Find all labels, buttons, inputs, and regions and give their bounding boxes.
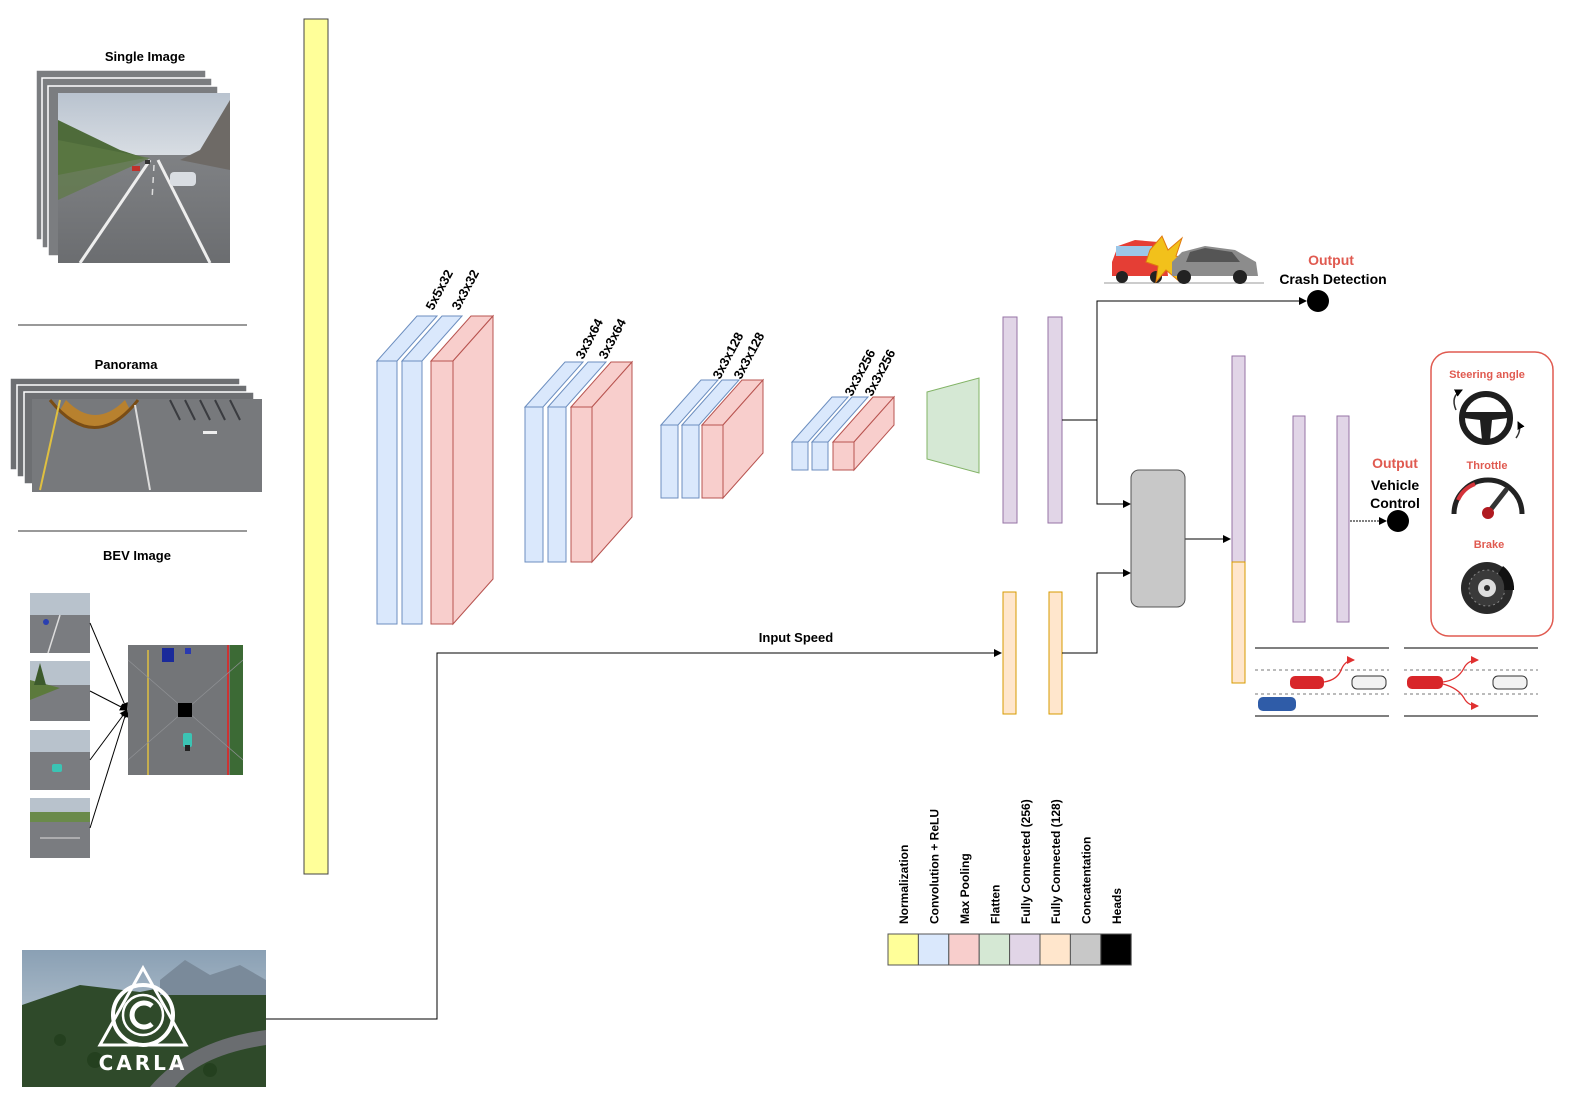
control-fc-2: [1336, 415, 1350, 623]
control-label: Control: [1370, 495, 1420, 511]
crash-detection-label: Crash Detection: [1279, 271, 1386, 287]
control-fc-1: [1292, 415, 1306, 623]
legend-swatch: [1009, 933, 1041, 966]
legend-swatch: [887, 933, 919, 966]
bev-image-label: BEV Image: [103, 548, 171, 563]
control-output-label: Output: [1372, 455, 1418, 471]
fc256-vision-2: [1047, 316, 1063, 524]
concatenation-layer: [1130, 469, 1186, 608]
brake-label: Brake: [1474, 539, 1505, 551]
crash-illustration: [1104, 235, 1264, 284]
legend-swatch: [1039, 933, 1071, 966]
steering-wheel-icon: [1453, 389, 1525, 445]
bev-topdown-map: [127, 645, 244, 775]
legend-swatch: [978, 933, 1011, 966]
legend-label: Heads: [1110, 888, 1124, 924]
conv-block-2: [523, 360, 634, 564]
panorama-label: Panorama: [95, 357, 159, 372]
legend-swatch: [948, 933, 980, 966]
conv-block-4: [790, 395, 896, 472]
carla-logo-text: CARLA: [99, 1051, 188, 1075]
fc128-speed-2: [1048, 591, 1063, 715]
connectors: [266, 297, 1387, 1020]
conv-block-3: [659, 378, 765, 500]
steering-label: Steering angle: [1449, 369, 1525, 381]
carla-logo: [97, 964, 189, 1047]
panorama-stack: [9, 377, 262, 492]
legend-label: Fully Connected (128): [1049, 799, 1063, 924]
vehicle-label: Vehicle: [1371, 477, 1419, 493]
crash-head-node: [1307, 290, 1329, 312]
normalization-layer: [303, 18, 329, 875]
legend-swatch: [1069, 933, 1102, 966]
conv-block-1: [375, 314, 495, 626]
crash-output-label: Output: [1308, 252, 1354, 268]
input-speed-label: Input Speed: [759, 630, 833, 645]
legend-swatch: [917, 933, 950, 966]
concat-output-fc256: [1231, 355, 1246, 563]
flatten-layer: [926, 377, 980, 474]
legend-label: Flatten: [988, 885, 1002, 924]
legend-label: Convolution + ReLU: [928, 809, 942, 924]
fc256-vision-1: [1002, 316, 1018, 524]
fc128-speed-1: [1002, 591, 1017, 715]
throttle-label: Throttle: [1467, 460, 1508, 472]
concat-output-fc128: [1231, 561, 1246, 684]
bev-arrows: [89, 622, 129, 829]
single-image-stack: [35, 69, 230, 264]
legend-label: Concatentation: [1080, 837, 1094, 924]
legend-label: Max Pooling: [958, 853, 972, 924]
lane-scenario-1: [1255, 647, 1389, 717]
throttle-gauge-icon: [1451, 477, 1525, 519]
legend-label: Normalization: [897, 845, 911, 924]
legend-swatch: [1100, 933, 1132, 966]
control-head-node: [1387, 510, 1409, 532]
bev-camera-views: [30, 593, 244, 858]
legend-label: Fully Connected (256): [1019, 799, 1033, 924]
single-image-label: Single Image: [105, 49, 185, 64]
brake-disc-icon: [1461, 562, 1515, 614]
legend: Normalization Convolution + ReLU Max Pooli…: [887, 799, 1132, 966]
lane-scenario-2: [1404, 647, 1538, 717]
